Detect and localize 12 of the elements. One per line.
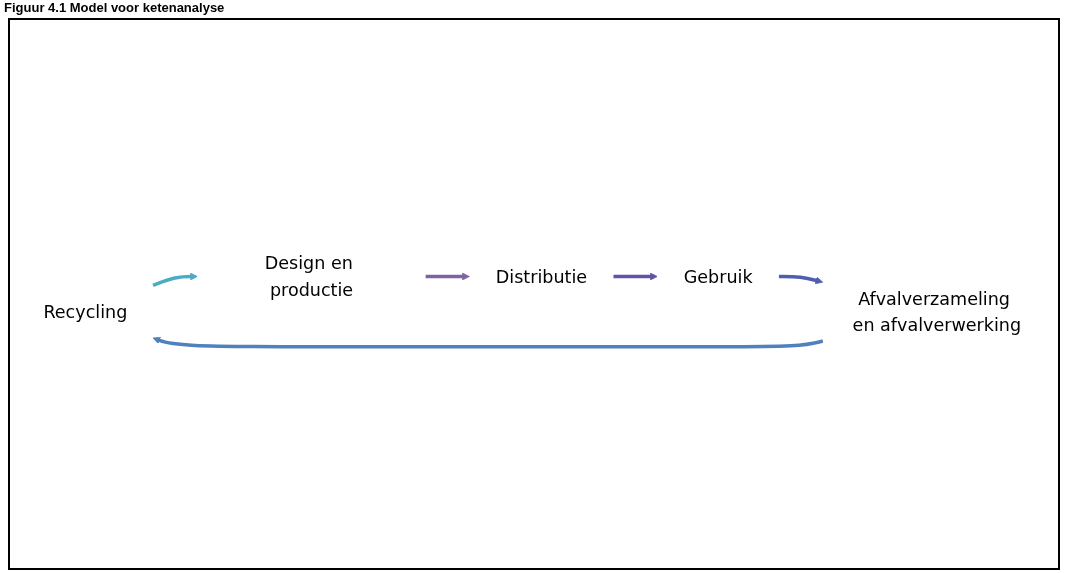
arrow: [613, 272, 658, 281]
arrow: [152, 336, 824, 349]
node-text: Recycling: [43, 301, 128, 323]
arrow: [152, 272, 198, 287]
node-text: Gebruik: [683, 265, 753, 287]
figure-frame: Recycling Design en productie Distributie Gebruik Afvalverzameling en afvalverwerking: [8, 18, 1060, 570]
figure-title: Figuur 4.1 Model voor ketenanalyse: [4, 0, 225, 15]
arrow: [425, 272, 470, 281]
node-text: Distributie: [495, 265, 588, 287]
node-text: Design en productie: [264, 252, 354, 301]
arrow: [778, 274, 824, 285]
node-text: Afvalverzameling en afvalverwerking: [852, 287, 1022, 336]
